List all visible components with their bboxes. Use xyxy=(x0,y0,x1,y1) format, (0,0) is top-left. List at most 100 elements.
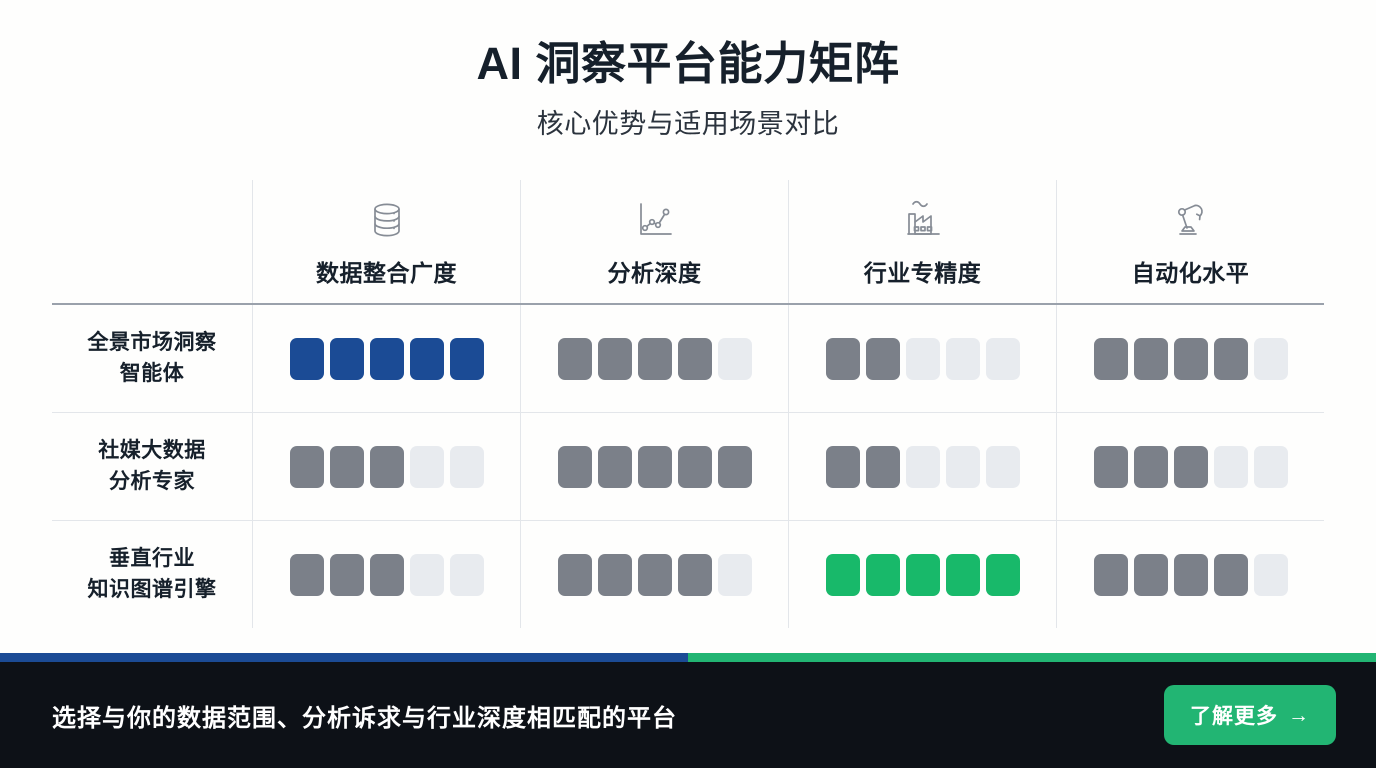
arrow-right-icon: → xyxy=(1288,703,1310,727)
rating-dot-filled xyxy=(825,553,860,596)
rating-dot-filled xyxy=(329,445,364,488)
rating-dot-filled xyxy=(1133,553,1168,596)
row-label-line1: 全景市场洞察 xyxy=(87,331,217,355)
rating-dot-filled xyxy=(985,553,1020,596)
rating-dot-empty xyxy=(1253,553,1288,596)
matrix-header-row: 数据整合广度 分析深度 xyxy=(52,180,1324,303)
rating-dot-empty xyxy=(409,553,444,596)
rating-dot-filled xyxy=(369,445,404,488)
table-row: 垂直行业 知识图谱引擎 xyxy=(52,521,1324,628)
row-label-line2: 知识图谱引擎 xyxy=(87,577,217,601)
column-header-data-breadth: 数据整合广度 xyxy=(252,180,520,303)
rating-dot-filled xyxy=(597,337,632,380)
row-label-line1: 社媒大数据 xyxy=(98,439,206,463)
rating-dot-filled xyxy=(1213,553,1248,596)
rating-dot-filled xyxy=(557,553,592,596)
column-header-label: 数据整合广度 xyxy=(316,259,457,286)
page-title: AI 洞察平台能力矩阵 xyxy=(476,38,900,89)
score-cell-r1c0 xyxy=(252,413,520,520)
rating-dot-filled xyxy=(825,337,860,380)
rating-dot-filled xyxy=(597,445,632,488)
rating-dot-filled xyxy=(369,553,404,596)
page-header: AI 洞察平台能力矩阵 核心优势与适用场景对比 xyxy=(0,0,1376,141)
learn-more-button[interactable]: 了解更多 → xyxy=(1164,685,1336,745)
accent-bar xyxy=(0,653,1376,662)
rating-dot-empty xyxy=(985,445,1020,488)
rating-dot-filled xyxy=(557,445,592,488)
table-row: 全景市场洞察 智能体 xyxy=(52,305,1324,412)
rating-dot-filled xyxy=(449,337,484,380)
rating-dots xyxy=(557,337,752,380)
row-label-line2: 智能体 xyxy=(119,361,185,385)
rating-dot-empty xyxy=(905,337,940,380)
rating-dots xyxy=(557,445,752,488)
rating-dot-empty xyxy=(717,337,752,380)
rating-dots xyxy=(289,337,484,380)
row-label-social-bigdata-expert: 社媒大数据 分析专家 xyxy=(52,413,252,520)
rating-dot-filled xyxy=(1093,445,1128,488)
row-label-line2: 分析专家 xyxy=(109,469,195,493)
rating-dot-empty xyxy=(1253,445,1288,488)
rating-dot-empty xyxy=(717,553,752,596)
score-cell-r1c2 xyxy=(788,413,1056,520)
row-divider xyxy=(52,412,1324,413)
rating-dot-filled xyxy=(289,337,324,380)
score-cell-r2c3 xyxy=(1056,521,1324,628)
rating-dot-filled xyxy=(1093,337,1128,380)
rating-dot-filled xyxy=(329,553,364,596)
rating-dot-filled xyxy=(637,445,672,488)
rating-dot-filled xyxy=(289,553,324,596)
rating-dot-empty xyxy=(945,337,980,380)
rating-dot-filled xyxy=(409,337,444,380)
rating-dot-empty xyxy=(1213,445,1248,488)
score-cell-r1c1 xyxy=(520,413,788,520)
accent-bar-green xyxy=(688,653,1376,662)
matrix-corner-cell xyxy=(52,180,252,303)
row-divider xyxy=(52,520,1324,521)
rating-dot-filled xyxy=(1173,337,1208,380)
rating-dot-filled xyxy=(1213,337,1248,380)
score-cell-r0c0 xyxy=(252,305,520,412)
rating-dot-empty xyxy=(449,553,484,596)
capability-matrix: 数据整合广度 分析深度 xyxy=(52,180,1324,628)
rating-dot-filled xyxy=(289,445,324,488)
rating-dot-filled xyxy=(637,337,672,380)
row-label-vertical-knowledge-graph: 垂直行业 知识图谱引擎 xyxy=(52,521,252,628)
column-header-label: 自动化水平 xyxy=(1131,259,1250,286)
rating-dot-filled xyxy=(369,337,404,380)
rating-dot-filled xyxy=(717,445,752,488)
rating-dot-filled xyxy=(677,553,712,596)
rating-dot-empty xyxy=(905,445,940,488)
rating-dots xyxy=(825,337,1020,380)
table-row: 社媒大数据 分析专家 xyxy=(52,413,1324,520)
accent-bar-blue xyxy=(0,653,688,662)
rating-dot-empty xyxy=(1253,337,1288,380)
column-header-label: 分析深度 xyxy=(607,259,702,286)
rating-dot-filled xyxy=(825,445,860,488)
column-header-automation-level: 自动化水平 xyxy=(1056,180,1324,303)
score-cell-r1c3 xyxy=(1056,413,1324,520)
rating-dot-filled xyxy=(677,445,712,488)
rating-dots xyxy=(1093,445,1288,488)
rating-dots xyxy=(289,553,484,596)
rating-dot-filled xyxy=(677,337,712,380)
row-label-panoramic-market-insight: 全景市场洞察 智能体 xyxy=(52,305,252,412)
page-subtitle: 核心优势与适用场景对比 xyxy=(536,109,840,140)
rating-dot-filled xyxy=(905,553,940,596)
footer-bar: 选择与你的数据范围、分析诉求与行业深度相匹配的平台 了解更多 → xyxy=(0,662,1376,768)
factory-icon xyxy=(901,196,945,242)
score-cell-r0c3 xyxy=(1056,305,1324,412)
rating-dot-filled xyxy=(1173,553,1208,596)
rating-dot-filled xyxy=(597,553,632,596)
column-header-label: 行业专精度 xyxy=(863,259,982,286)
line-chart-icon xyxy=(633,196,677,242)
score-cell-r0c2 xyxy=(788,305,1056,412)
rating-dots xyxy=(1093,337,1288,380)
rating-dots xyxy=(557,553,752,596)
row-label-line1: 垂直行业 xyxy=(109,547,195,571)
score-cell-r2c2 xyxy=(788,521,1056,628)
rating-dot-filled xyxy=(1173,445,1208,488)
footer-message: 选择与你的数据范围、分析诉求与行业深度相匹配的平台 xyxy=(52,704,677,732)
rating-dot-filled xyxy=(865,445,900,488)
rating-dot-filled xyxy=(1093,553,1128,596)
